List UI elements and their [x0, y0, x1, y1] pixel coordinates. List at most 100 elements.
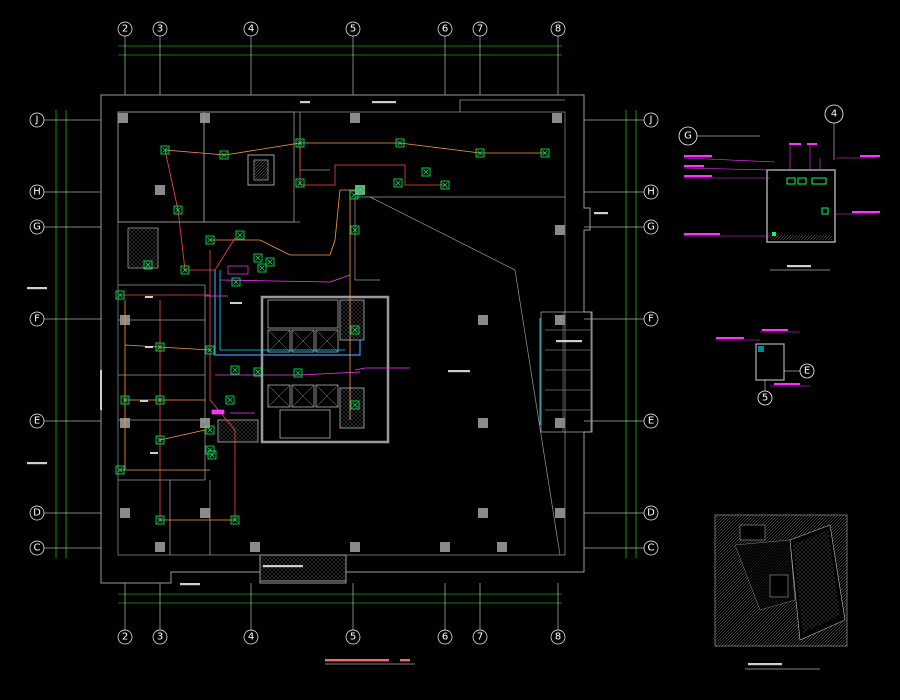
structural-column: [350, 542, 360, 552]
svg-text:F: F: [34, 314, 40, 325]
network-device-icon: [235, 230, 245, 240]
svg-text:G: G: [684, 131, 692, 142]
detail-view-small-room: E 5: [716, 329, 815, 406]
network-device-icon: [155, 395, 165, 405]
dimension-lines: [55, 45, 637, 604]
svg-text:D: D: [33, 508, 41, 519]
column-axis-2: 22: [117, 21, 133, 645]
svg-text:5: 5: [350, 632, 356, 643]
structural-column: [478, 418, 488, 428]
magenta-annotations: [205, 265, 410, 415]
network-device-icon: [540, 148, 550, 158]
network-device-icon: [253, 253, 263, 263]
network-device-icon: [230, 365, 240, 375]
svg-text:4: 4: [248, 24, 254, 35]
structural-column: [552, 113, 562, 123]
svg-text:G: G: [33, 222, 41, 233]
network-device-icon: [350, 325, 360, 335]
network-device-icon: [207, 450, 217, 460]
svg-text:8: 8: [555, 632, 561, 643]
network-device-icon: [115, 290, 125, 300]
svg-text:8: 8: [555, 24, 561, 35]
svg-text:F: F: [648, 314, 654, 325]
structural-column: [478, 508, 488, 518]
structural-column: [555, 418, 565, 428]
network-device-icon: [205, 425, 215, 435]
column-axis-6: 66: [437, 21, 453, 645]
network-device-icon: [350, 225, 360, 235]
network-device-icon: [225, 395, 235, 405]
svg-text:D: D: [647, 508, 655, 519]
structural-column: [120, 508, 130, 518]
structural-column: [555, 225, 565, 235]
network-device-icon: [295, 138, 305, 148]
structural-column: [200, 508, 210, 518]
structural-column: [555, 508, 565, 518]
column-axis-8: 88: [550, 21, 566, 645]
svg-text:C: C: [34, 543, 41, 554]
svg-text:4: 4: [248, 632, 254, 643]
interior-rooms: [117, 99, 565, 555]
network-device-icon: [143, 260, 153, 270]
network-device-icon: [205, 235, 215, 245]
network-device-icon: [205, 345, 215, 355]
structural-column: [155, 542, 165, 552]
svg-text:H: H: [33, 187, 41, 198]
network-device-icon: [253, 367, 263, 377]
network-device-icon: [155, 435, 165, 445]
network-device-icon: [115, 465, 125, 475]
network-device-icon: [421, 167, 431, 177]
structural-column: [350, 113, 360, 123]
svg-text:4: 4: [831, 109, 837, 120]
column-axis-3: 33: [152, 21, 168, 645]
svg-text:J: J: [649, 115, 653, 126]
svg-text:2: 2: [122, 632, 128, 643]
svg-text:E: E: [34, 416, 40, 427]
svg-text:G: G: [647, 222, 655, 233]
network-device-icon: [257, 263, 267, 273]
svg-text:6: 6: [442, 24, 448, 35]
structural-column: [440, 542, 450, 552]
network-device-icon: [440, 180, 450, 190]
network-device-icon: [160, 145, 170, 155]
svg-text:7: 7: [477, 632, 483, 643]
cable-routes: [120, 142, 545, 521]
svg-text:J: J: [35, 115, 39, 126]
network-device-icon: [155, 515, 165, 525]
svg-text:E: E: [804, 366, 810, 377]
column-axis-7: 77: [472, 21, 488, 645]
detail-view-key-plan: [714, 514, 848, 670]
structural-columns: [118, 113, 565, 552]
network-device-icon: [395, 138, 405, 148]
building-core: [217, 295, 390, 444]
svg-text:2: 2: [122, 24, 128, 35]
structural-column: [555, 315, 565, 325]
structural-column: [250, 542, 260, 552]
drawing-title: [325, 659, 415, 665]
svg-text:5: 5: [350, 24, 356, 35]
svg-text:3: 3: [157, 632, 163, 643]
network-device-icon: [350, 400, 360, 410]
svg-text:7: 7: [477, 24, 483, 35]
network-device-icon: [265, 257, 275, 267]
network-device-icon: [295, 178, 305, 188]
column-axis-markers: 22 33 44 55 66 77 88: [117, 21, 566, 645]
network-device-icon: [355, 185, 365, 195]
structural-column: [118, 113, 128, 123]
network-device-icon: [219, 150, 229, 160]
svg-text:H: H: [647, 187, 655, 198]
column-axis-5: 55: [345, 21, 361, 645]
structural-column: [200, 113, 210, 123]
svg-text:6: 6: [442, 632, 448, 643]
network-device-icon: [155, 342, 165, 352]
network-device-icon: [393, 178, 403, 188]
network-device-icon: [230, 515, 240, 525]
